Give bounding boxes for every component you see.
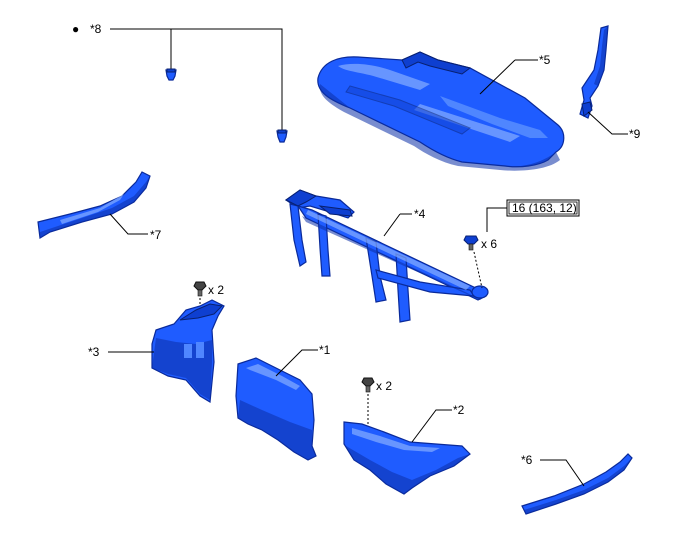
qty-part2-bolts: x 2 <box>376 379 392 393</box>
bolt-dash-frame <box>473 251 483 289</box>
torque-spec-frame-bolts: 16 (163, 12) x 6 <box>463 199 580 289</box>
part-5-seat-cushion: *5 <box>317 51 565 171</box>
leader-6 <box>540 459 585 487</box>
clip-part-8b <box>276 129 288 143</box>
leader-1 <box>275 349 318 377</box>
torque-value: 16 (163, 12) <box>512 201 577 215</box>
part-2-lower-panel: x 2 *2 <box>343 377 471 495</box>
clip-part-8a <box>165 68 177 81</box>
qty-part3-bolts: x 2 <box>208 283 224 297</box>
callout-3: *3 <box>88 345 100 359</box>
part-6-garnish: *6 <box>521 453 633 515</box>
callout-9: *9 <box>629 127 641 141</box>
part-8-clips-group: ● *8 <box>72 22 288 143</box>
leader-2 <box>411 409 452 443</box>
part-3-side-panel: x 2 *3 <box>88 281 225 404</box>
qty-frame-bolts: x 6 <box>481 237 497 251</box>
callout-2: *2 <box>453 403 465 417</box>
callout-4: *4 <box>414 207 426 221</box>
leader-torque <box>486 207 507 232</box>
leader-9 <box>587 111 628 135</box>
bolt-icon-part2 <box>361 377 375 393</box>
part-7-garnish: *7 <box>37 171 162 242</box>
bullet-marker: ● <box>72 22 79 36</box>
part-1-back-panel: *1 <box>235 343 331 461</box>
leader-4 <box>383 213 401 237</box>
callout-7: *7 <box>150 228 162 242</box>
leader-7 <box>109 213 148 235</box>
bolt-icon-frame <box>463 235 479 251</box>
leader-8 <box>110 28 283 130</box>
callout-8: *8 <box>90 22 102 36</box>
part-4-seat-frame: *4 <box>284 189 489 323</box>
part-9-side-trim: *9 <box>579 25 641 141</box>
callout-1: *1 <box>319 343 331 357</box>
callout-5: *5 <box>539 53 551 67</box>
callout-6: *6 <box>521 453 533 467</box>
leader-5 <box>479 59 516 95</box>
bolt-icon-part3 <box>193 281 207 297</box>
